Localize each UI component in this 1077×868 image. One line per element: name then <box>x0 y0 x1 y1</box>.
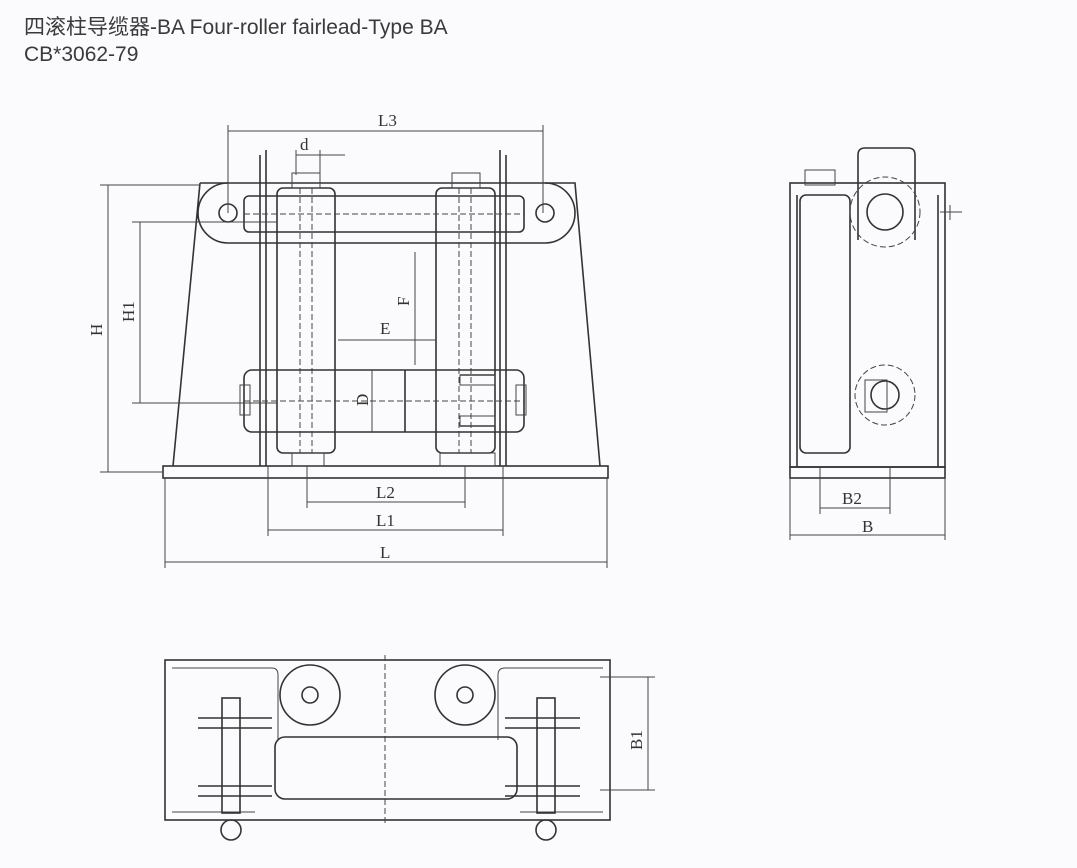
dim-B: B <box>862 517 873 536</box>
front-dimensions: L3 d H H1 F E D L2 L1 L <box>87 111 608 568</box>
dim-L3: L3 <box>378 111 397 130</box>
dim-E: E <box>380 319 390 338</box>
title-line-1: 四滚柱导缆器-BA Four-roller fairlead-Type BA <box>24 16 448 39</box>
dim-L: L <box>380 543 390 562</box>
drawing-title: 四滚柱导缆器-BA Four-roller fairlead-Type BA C… <box>24 14 448 68</box>
side-view: B2 B <box>789 147 962 540</box>
dim-B1: B1 <box>627 730 646 750</box>
dim-H1: H1 <box>119 301 138 322</box>
dim-L1: L1 <box>376 511 395 530</box>
top-view: B1 <box>164 655 655 841</box>
dim-F: F <box>394 297 413 306</box>
dim-B2: B2 <box>842 489 862 508</box>
standard-number: CB*3062-79 <box>24 43 139 66</box>
dim-D: D <box>353 394 372 406</box>
dim-L2: L2 <box>376 483 395 502</box>
dim-H: H <box>87 324 106 336</box>
front-view <box>162 150 609 479</box>
dim-d: d <box>300 135 309 154</box>
